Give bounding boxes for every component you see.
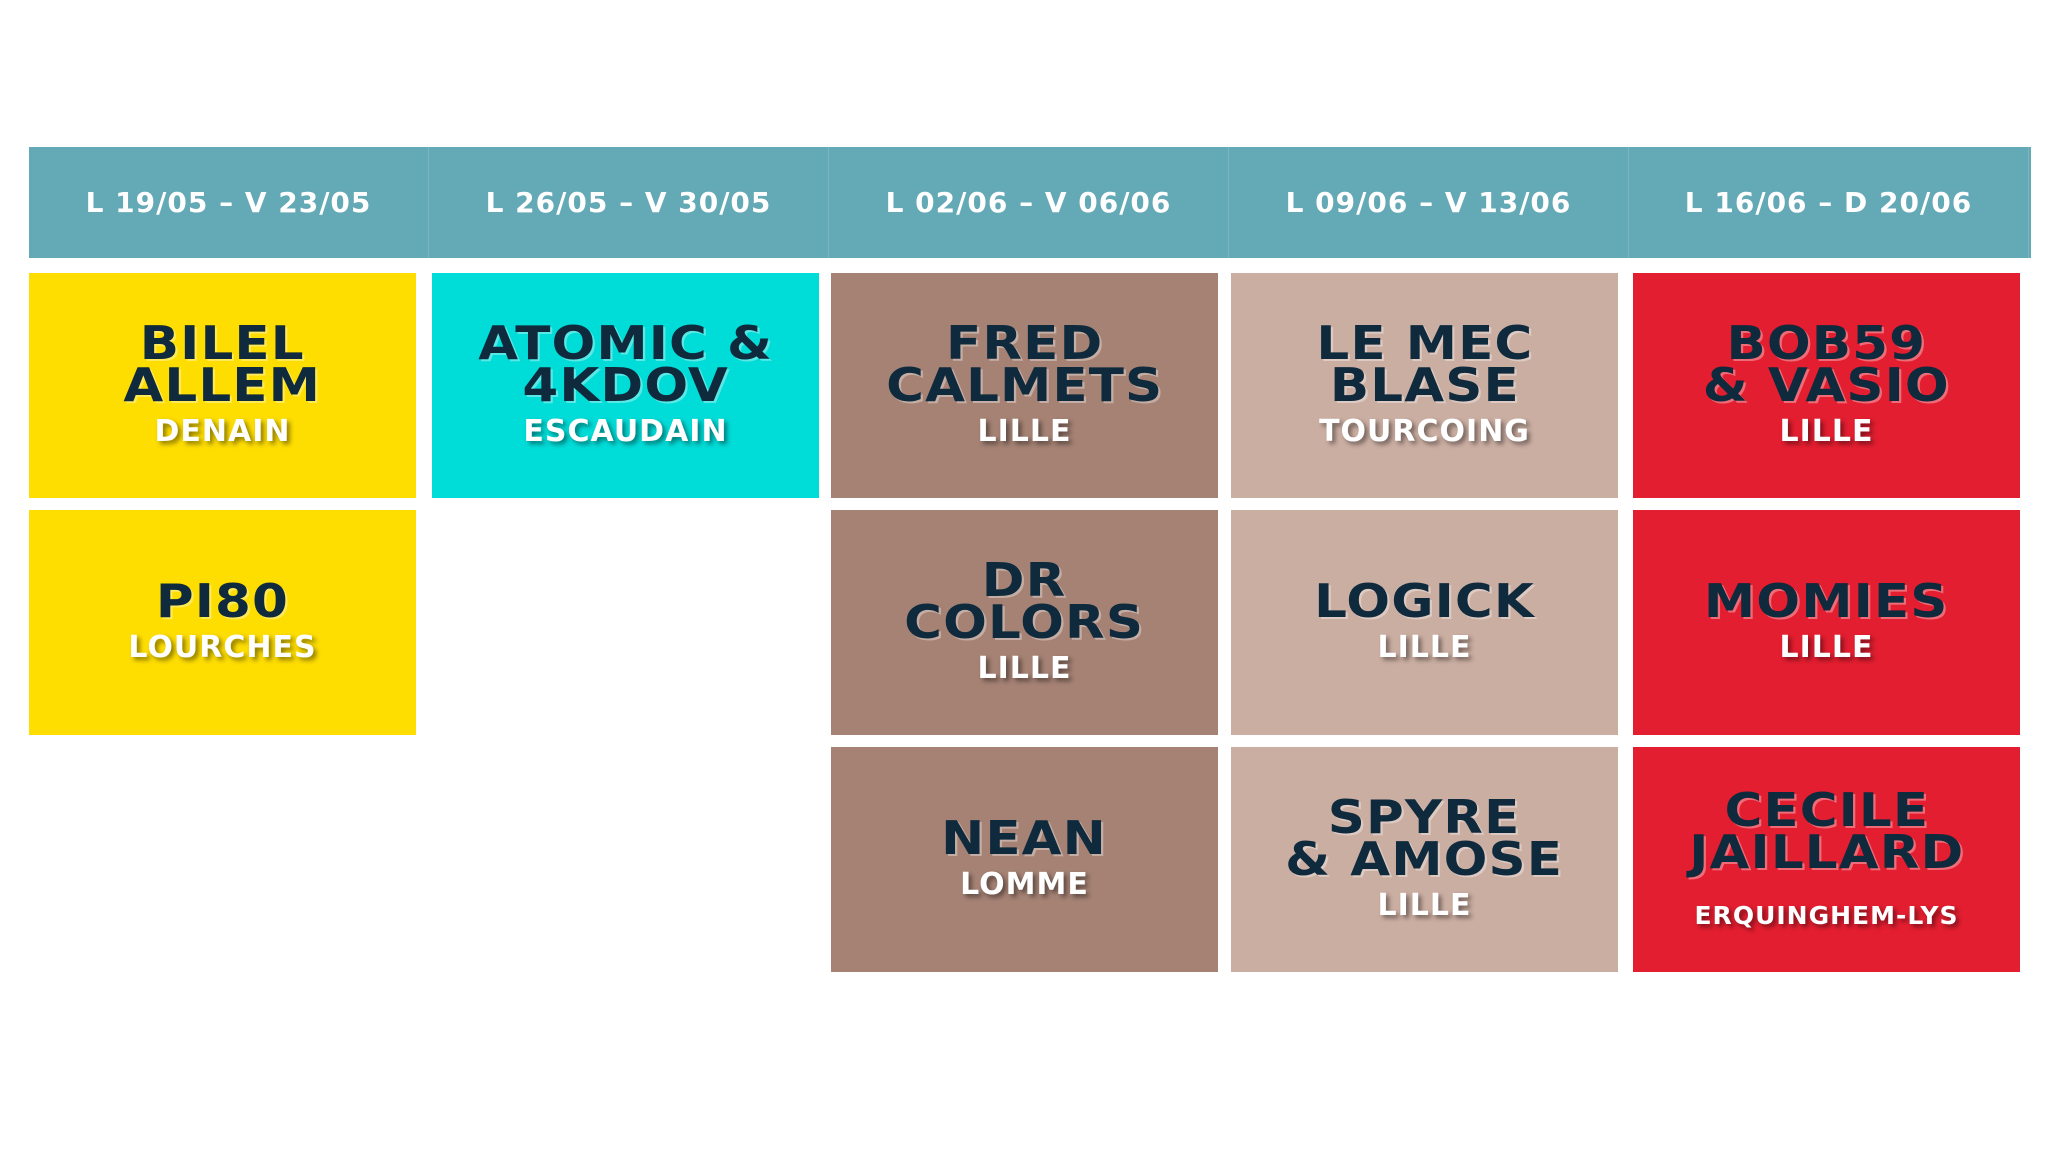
- artist-city: LILLE: [977, 414, 1072, 449]
- week-header-3: L 02/06 – V 06/06: [829, 147, 1229, 258]
- artist-city: LILLE: [1779, 630, 1874, 665]
- week-header-4: L 09/06 – V 13/06: [1229, 147, 1629, 258]
- artist-card-bilel-allem: BILEL ALLEM DENAIN: [29, 273, 416, 498]
- artist-name: DR COLORS: [904, 553, 1145, 649]
- artist-city: ERQUINGHEM-LYS: [1694, 901, 1959, 930]
- artist-name: BILEL ALLEM: [123, 316, 322, 412]
- week-header-5: L 16/06 – D 20/06: [1629, 147, 2029, 258]
- artist-city: DENAIN: [154, 414, 291, 449]
- artist-name: FRED CALMETS: [885, 316, 1164, 412]
- artist-card-nean: NEAN LOMME: [831, 747, 1218, 972]
- artist-card-fred-calmets: FRED CALMETS LILLE: [831, 273, 1218, 498]
- artist-card-cecile-jaillard: CECILE JAILLARD ERQUINGHEM-LYS: [1633, 747, 2020, 972]
- artist-name: ATOMIC & 4KDOV: [478, 316, 773, 412]
- artist-city: ESCAUDAIN: [523, 414, 728, 449]
- artist-card-pi80: PI80 LOURCHES: [29, 510, 416, 735]
- artist-city: LILLE: [1779, 414, 1874, 449]
- artist-city: LILLE: [1377, 888, 1472, 923]
- week-header-2: L 26/05 – V 30/05: [429, 147, 829, 258]
- artist-city: TOURCOING: [1319, 414, 1530, 449]
- artist-card-le-mec-blase: LE MEC BLASE TOURCOING: [1231, 273, 1618, 498]
- artist-name: LE MEC BLASE: [1316, 316, 1533, 412]
- artist-city: LOMME: [960, 867, 1089, 902]
- schedule-header-bar: [29, 147, 2031, 258]
- artist-card-logick: LOGICK LILLE: [1231, 510, 1618, 735]
- artist-card-atomic-4kdov: ATOMIC & 4KDOV ESCAUDAIN: [432, 273, 819, 498]
- artist-card-momies: MOMIES LILLE: [1633, 510, 2020, 735]
- artist-name: MOMIES: [1704, 574, 1949, 628]
- artist-name: BOB59 & VASIO: [1702, 316, 1951, 412]
- artist-name: LOGICK: [1314, 574, 1535, 628]
- artist-card-dr-colors: DR COLORS LILLE: [831, 510, 1218, 735]
- artist-name: PI80: [155, 574, 290, 628]
- artist-city: LILLE: [1377, 630, 1472, 665]
- artist-name: SPYRE & AMOSE: [1285, 790, 1564, 886]
- artist-city: LILLE: [977, 651, 1072, 686]
- artist-name: NEAN: [941, 811, 1108, 865]
- week-header-1: L 19/05 – V 23/05: [29, 147, 429, 258]
- artist-name: CECILE JAILLARD: [1688, 783, 1965, 879]
- artist-card-bob59-vasio: BOB59 & VASIO LILLE: [1633, 273, 2020, 498]
- artist-card-spyre-amose: SPYRE & AMOSE LILLE: [1231, 747, 1618, 972]
- artist-city: LOURCHES: [128, 630, 317, 665]
